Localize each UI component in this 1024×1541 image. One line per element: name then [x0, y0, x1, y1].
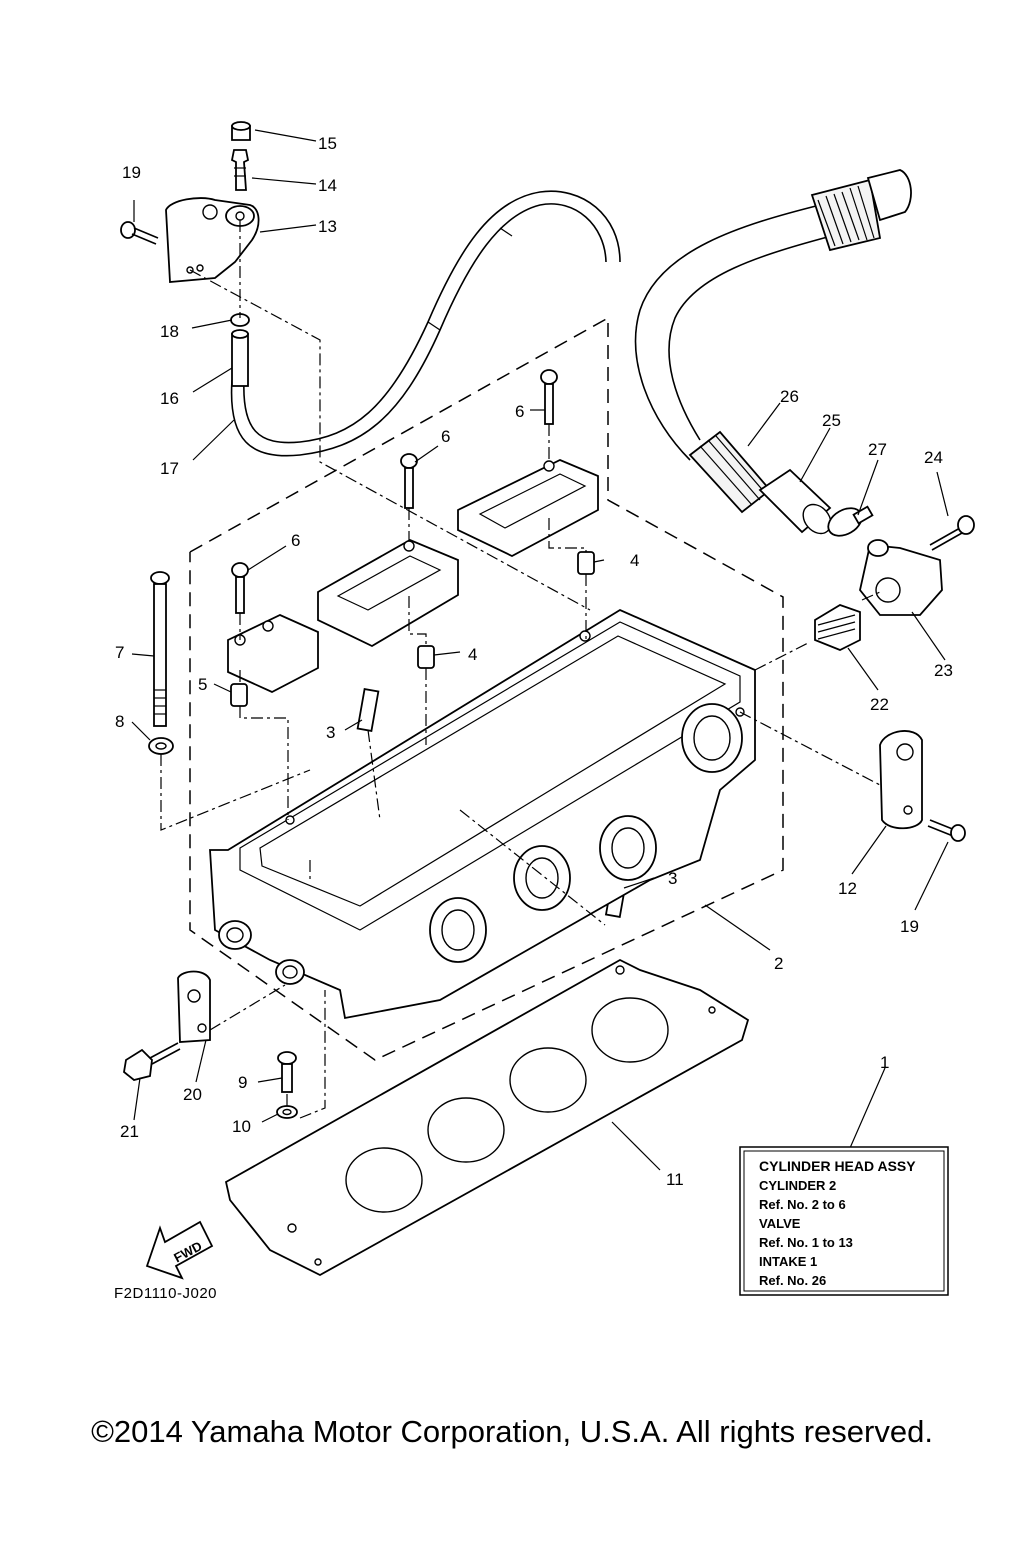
bolt-19-right — [927, 819, 966, 842]
assy-box-line-5: INTAKE 1 — [759, 1254, 817, 1269]
intake-bellows-lower — [688, 430, 772, 514]
assy-box-line-4: Ref. No. 1 to 13 — [759, 1235, 853, 1250]
callout-2: 2 — [774, 954, 783, 973]
callout-17: 17 — [160, 459, 179, 478]
gasket-bore-2 — [427, 1097, 505, 1163]
fwd-arrow: FWD — [145, 1220, 214, 1280]
callout-13: 13 — [318, 217, 337, 236]
copyright-notice: ©2014 Yamaha Motor Corporation, U.S.A. A… — [91, 1414, 933, 1449]
callout-27: 27 — [868, 440, 887, 459]
callout-leaders — [131, 129, 949, 1171]
callout-6-left: 6 — [291, 531, 300, 550]
fitting-22 — [814, 604, 861, 651]
callout-25: 25 — [822, 411, 841, 430]
gasket-bore-3 — [509, 1047, 587, 1113]
bolt-9 — [277, 1051, 297, 1093]
callout-6-middle: 6 — [441, 427, 450, 446]
camshaft-cap-left — [227, 614, 319, 694]
plate-12 — [879, 730, 923, 830]
gasket-bore-1 — [345, 1147, 423, 1213]
dowel-pin-4-lower — [417, 645, 435, 669]
callout-20: 20 — [183, 1085, 202, 1104]
callout-26: 26 — [780, 387, 799, 406]
assy-box-line-6: Ref. No. 26 — [759, 1273, 826, 1288]
head-port-1 — [429, 897, 487, 963]
dowel-pin-5 — [230, 683, 248, 707]
bracket-13 — [165, 197, 260, 283]
callout-11: 11 — [666, 1170, 684, 1189]
nipple-14 — [230, 149, 250, 191]
callout-7: 7 — [115, 643, 124, 662]
drawing-code: F2D1110-J020 — [114, 1285, 217, 1302]
intake-hose-26 — [634, 169, 912, 514]
head-port-4 — [681, 703, 743, 773]
callout-16: 16 — [160, 389, 179, 408]
water-hose-17 — [230, 190, 621, 457]
washer-8 — [148, 737, 174, 755]
bolt-6-middle — [400, 453, 418, 509]
joint-25 — [758, 468, 832, 535]
callout-labels: 15 14 13 19 18 16 17 6 6 6 4 4 7 5 8 3 3… — [115, 134, 953, 1189]
callout-19-right: 19 — [900, 917, 919, 936]
valve-guide-3-upper — [356, 688, 380, 732]
clamp-27 — [827, 505, 874, 537]
assy-box-line-3: VALVE — [759, 1216, 801, 1231]
callout-3-lower: 3 — [668, 869, 677, 888]
bolt-21 — [123, 1042, 181, 1081]
head-port-3 — [599, 815, 657, 881]
callout-4-lower: 4 — [468, 645, 477, 664]
alignment-lines — [160, 220, 881, 1119]
callout-9: 9 — [238, 1073, 247, 1092]
callout-23: 23 — [934, 661, 953, 680]
camshaft-cap-right — [457, 459, 599, 558]
stud-bolt-7 — [150, 571, 170, 727]
callout-8: 8 — [115, 712, 124, 731]
cylinder-head-gasket-11 — [224, 958, 750, 1277]
bolt-24 — [929, 515, 975, 551]
callout-14: 14 — [318, 176, 337, 195]
callout-15: 15 — [318, 134, 337, 153]
callout-22: 22 — [870, 695, 889, 714]
assy-box-title: CYLINDER HEAD ASSY — [759, 1158, 916, 1174]
callout-18: 18 — [160, 322, 179, 341]
assy-note-box: CYLINDER HEAD ASSY CYLINDER 2 Ref. No. 2… — [739, 1146, 949, 1296]
bolt-6-top — [540, 369, 558, 425]
assy-box-line-1: CYLINDER 2 — [759, 1178, 836, 1193]
intake-bellows-upper — [810, 169, 912, 252]
callout-24: 24 — [924, 448, 943, 467]
plate-20 — [177, 970, 211, 1043]
bolt-19-left — [120, 221, 159, 245]
gasket-bore-4 — [591, 997, 669, 1063]
callout-10: 10 — [232, 1117, 251, 1136]
assy-box-line-2: Ref. No. 2 to 6 — [759, 1197, 846, 1212]
cap-15 — [231, 121, 251, 141]
camshaft-cap-middle — [317, 539, 459, 648]
callout-6-top: 6 — [515, 402, 524, 421]
head-port-2 — [513, 845, 571, 911]
callout-21: 21 — [120, 1122, 139, 1141]
callout-5: 5 — [198, 675, 207, 694]
callout-12: 12 — [838, 879, 857, 898]
bolt-6-left — [231, 562, 249, 614]
cylinder-head-2 — [209, 608, 756, 1020]
callout-19-left: 19 — [122, 163, 141, 182]
assembly-boundary — [189, 316, 784, 1061]
callout-1: 1 — [880, 1053, 889, 1072]
washer-10 — [276, 1105, 298, 1119]
callout-3-upper: 3 — [326, 723, 335, 742]
pipe-16 — [231, 329, 249, 387]
fitting-23 — [859, 539, 943, 616]
callout-4-upper: 4 — [630, 551, 639, 570]
dowel-pin-4-upper — [577, 551, 595, 575]
